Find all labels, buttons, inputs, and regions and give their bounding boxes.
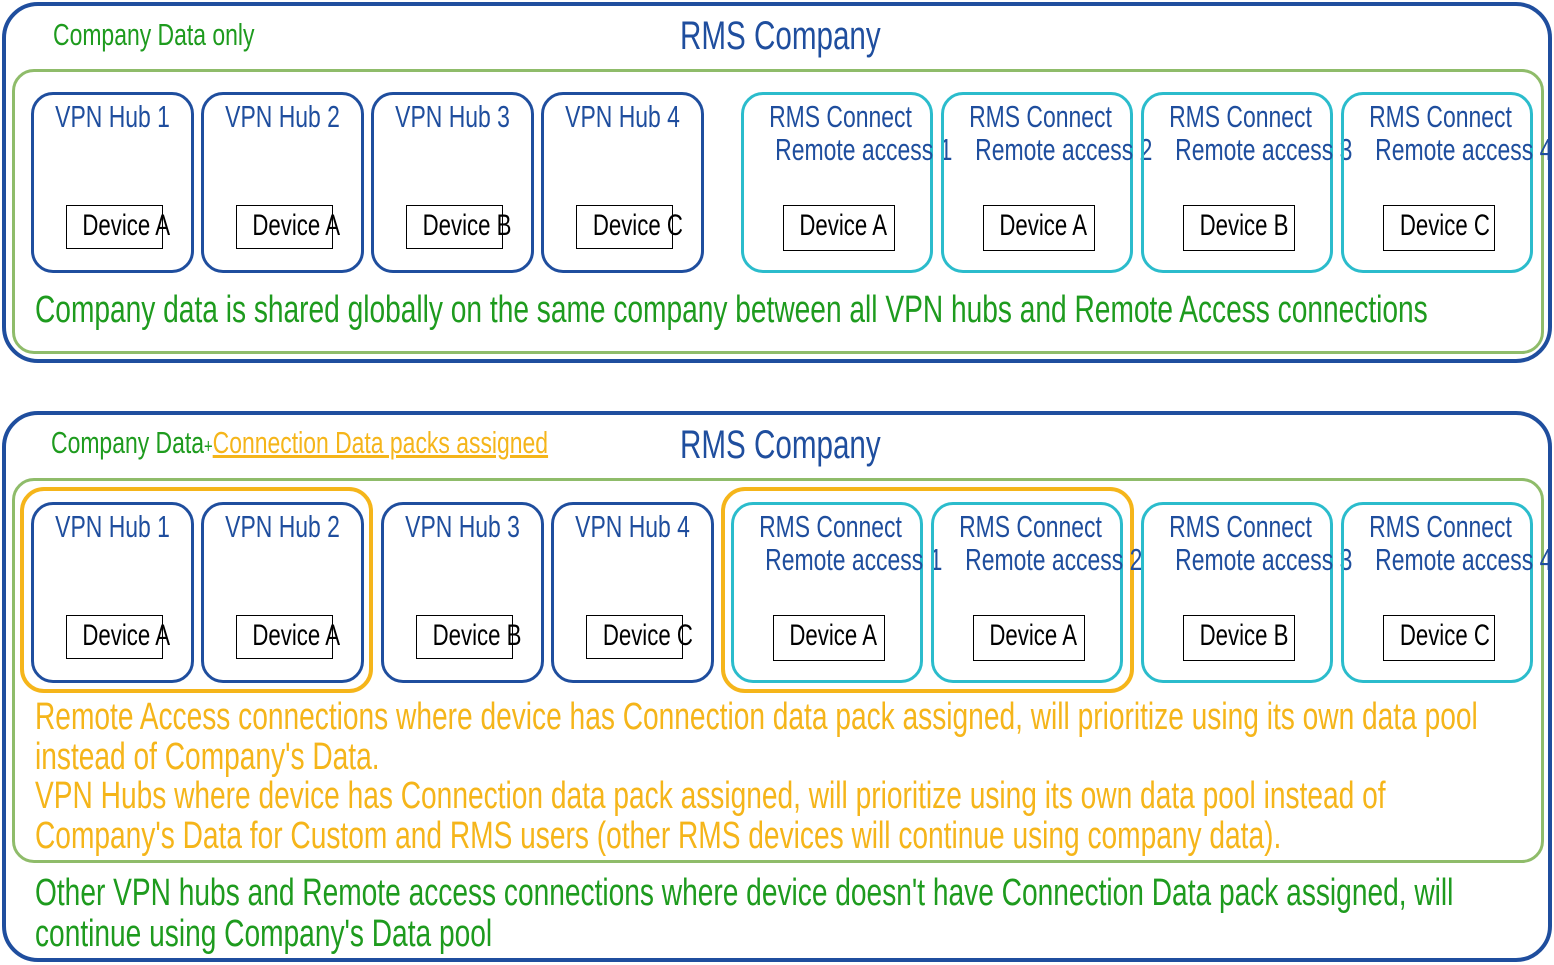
device-box: Device A bbox=[236, 615, 340, 659]
device-box: Device A bbox=[66, 615, 170, 659]
connection-pack-note-line: VPN Hubs where device has Connection dat… bbox=[35, 775, 1386, 817]
device-box: Device B bbox=[416, 615, 521, 659]
panel1-note: Company data is shared globally on the s… bbox=[35, 289, 1428, 331]
vpn-hub-title: VPN Hub 3 bbox=[405, 509, 520, 544]
company-data-label: Company Data bbox=[51, 425, 205, 460]
vpn-hub-card: VPN Hub 4 Device C bbox=[551, 502, 714, 683]
panel1-title: RMS Company bbox=[680, 14, 881, 58]
remote-access-title: RMS Connect bbox=[969, 99, 1112, 134]
vpn-hub-title: VPN Hub 2 bbox=[225, 99, 340, 134]
assigned-remote-access-group bbox=[721, 487, 1134, 693]
remote-access-subtitle: Remote access 3 bbox=[1175, 542, 1353, 577]
remote-access-subtitle: Remote access 2 bbox=[975, 132, 1153, 167]
remote-access-subtitle: Remote access 4 bbox=[1375, 542, 1553, 577]
vpn-hub-title: VPN Hub 4 bbox=[575, 509, 690, 544]
remote-access-card: RMS Connect Remote access 4 Device C bbox=[1341, 92, 1553, 273]
vpn-hub-card: VPN Hub 2 Device A bbox=[201, 502, 364, 683]
remote-access-card: RMS Connect Remote access 1 Device A bbox=[731, 502, 943, 683]
remote-access-subtitle: Remote access 3 bbox=[1175, 132, 1353, 167]
vpn-hub-title: VPN Hub 2 bbox=[225, 509, 340, 544]
plus-sign: + bbox=[204, 436, 213, 458]
connection-pack-note-line: Company's Data for Custom and RMS users … bbox=[35, 815, 1282, 857]
vpn-hub-title: VPN Hub 4 bbox=[565, 99, 680, 134]
device-box: Device A bbox=[983, 205, 1095, 251]
device-box: Device A bbox=[236, 205, 340, 249]
device-box: Device B bbox=[406, 205, 511, 249]
panel2-title: RMS Company bbox=[680, 423, 881, 467]
connection-data-packs-link[interactable]: Connection Data packs assigned bbox=[212, 425, 549, 460]
remote-access-title: RMS Connect bbox=[1369, 509, 1512, 544]
remote-access-card: RMS Connect Remote access 4 Device C bbox=[1341, 502, 1553, 683]
panel1-inner-area bbox=[12, 69, 1544, 354]
connection-pack-note-line: instead of Company's Data. bbox=[35, 736, 380, 778]
remote-access-title: RMS Connect bbox=[759, 509, 902, 544]
remote-access-title: RMS Connect bbox=[959, 509, 1102, 544]
remote-access-card: RMS Connect Remote access 2 Device A bbox=[931, 502, 1143, 683]
device-box: Device C bbox=[576, 205, 683, 249]
device-box: Device A bbox=[773, 615, 885, 661]
remote-access-title: RMS Connect bbox=[1169, 509, 1312, 544]
remote-access-subtitle: Remote access 1 bbox=[775, 132, 953, 167]
vpn-hub-title: VPN Hub 1 bbox=[55, 509, 170, 544]
connection-pack-note-line: Remote Access connections where device h… bbox=[35, 696, 1478, 738]
device-box: Device A bbox=[973, 615, 1085, 661]
vpn-hub-title: VPN Hub 1 bbox=[55, 99, 170, 134]
company-panel-1 bbox=[2, 2, 1552, 363]
company-data-note-line: Other VPN hubs and Remote access connect… bbox=[35, 872, 1454, 914]
remote-access-subtitle: Remote access 1 bbox=[765, 542, 943, 577]
vpn-hub-card: VPN Hub 1 Device A bbox=[31, 502, 194, 683]
company-panel-2 bbox=[2, 411, 1552, 962]
remote-access-subtitle: Remote access 2 bbox=[965, 542, 1143, 577]
panel2-inner-area bbox=[12, 478, 1544, 863]
panel2-corner-label: Company Data+Connection Data packs assig… bbox=[51, 426, 723, 462]
device-box: Device A bbox=[66, 205, 170, 249]
remote-access-subtitle: Remote access 4 bbox=[1375, 132, 1553, 167]
device-box: Device B bbox=[1183, 615, 1295, 661]
assigned-vpn-hubs-group bbox=[20, 487, 373, 693]
device-box: Device A bbox=[783, 205, 895, 251]
remote-access-title: RMS Connect bbox=[1369, 99, 1512, 134]
remote-access-card: RMS Connect Remote access 1 Device A bbox=[741, 92, 953, 273]
vpn-hub-card: VPN Hub 1 Device A bbox=[31, 92, 194, 273]
vpn-hub-card: VPN Hub 4 Device C bbox=[541, 92, 704, 273]
vpn-hub-card: VPN Hub 3 Device B bbox=[371, 92, 534, 273]
remote-access-title: RMS Connect bbox=[1169, 99, 1312, 134]
remote-access-card: RMS Connect Remote access 3 Device B bbox=[1141, 92, 1353, 273]
remote-access-card: RMS Connect Remote access 2 Device A bbox=[941, 92, 1153, 273]
company-data-only-label: Company Data only bbox=[53, 17, 255, 52]
device-box: Device C bbox=[586, 615, 693, 659]
company-data-note-line: continue using Company's Data pool bbox=[35, 913, 493, 955]
vpn-hub-card: VPN Hub 2 Device A bbox=[201, 92, 364, 273]
remote-access-card: RMS Connect Remote access 3 Device B bbox=[1141, 502, 1353, 683]
vpn-hub-title: VPN Hub 3 bbox=[395, 99, 510, 134]
vpn-hub-card: VPN Hub 3 Device B bbox=[381, 502, 544, 683]
device-box: Device C bbox=[1383, 205, 1495, 251]
device-box: Device C bbox=[1383, 615, 1495, 661]
device-box: Device B bbox=[1183, 205, 1295, 251]
remote-access-title: RMS Connect bbox=[769, 99, 912, 134]
